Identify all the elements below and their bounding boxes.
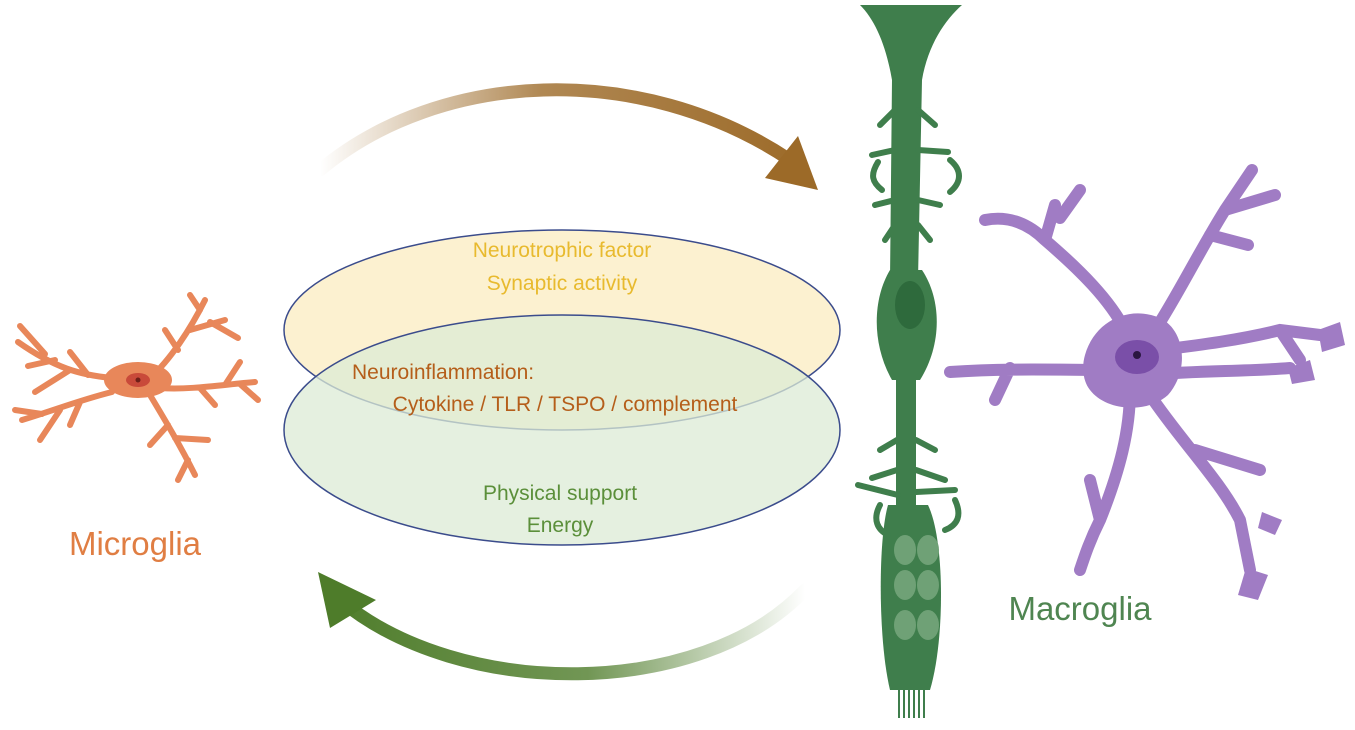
top-ellipse-line2: Synaptic activity: [486, 272, 638, 295]
bottom-arrow: [318, 572, 812, 681]
top-ellipse-line1: Neurotrophic factor: [472, 239, 652, 262]
overlap-ellipses: [283, 229, 841, 546]
microglia-label: Microglia: [68, 525, 202, 562]
top-arrow: [313, 83, 818, 190]
astrocyte-endfeet: [1238, 322, 1345, 600]
macroglia-label: Macroglia: [1008, 590, 1152, 627]
astrocyte-soma: [1083, 313, 1182, 408]
bottom-ellipse-line2: Energy: [526, 514, 594, 537]
overlap-line2: Cytokine / TLR / TSPO / complement: [392, 393, 738, 416]
microglia-cell: [12, 292, 261, 483]
bottom-ellipse-line1: Physical support: [482, 482, 638, 505]
bottom-ellipse: [283, 314, 841, 546]
muller-cell: [855, 5, 962, 718]
overlap-line1: Neuroinflammation:: [352, 361, 535, 384]
